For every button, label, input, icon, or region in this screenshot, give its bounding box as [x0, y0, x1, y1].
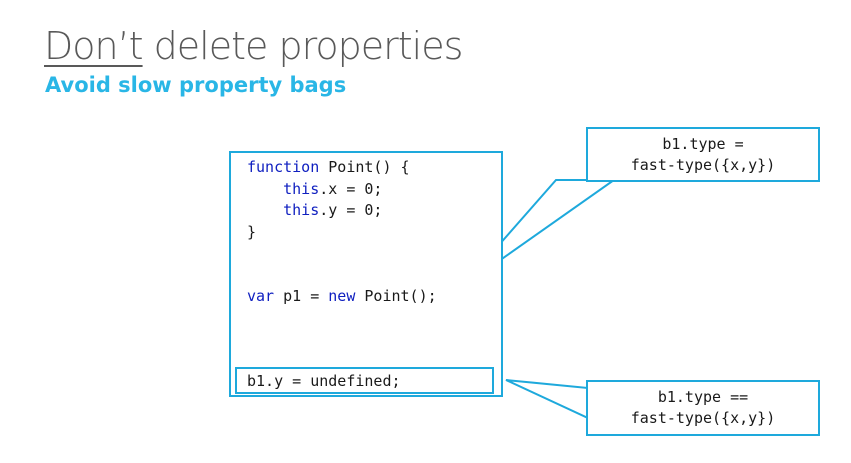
code-keyword: new: [328, 287, 356, 305]
bottom-callout-pointer: [505, 379, 589, 420]
code-text: .y = 0;: [319, 201, 383, 219]
bottom-callout-line2: fast-type({x,y}): [630, 409, 776, 427]
code-keyword: function: [247, 158, 320, 176]
code-text: }: [247, 222, 257, 241]
delete-statement: b1.y = undefined;: [247, 372, 401, 390]
bottom-callout-line1: b1.type ==: [657, 388, 749, 406]
code-listing: function Point() { this.x = 0; this.y = …: [247, 157, 437, 308]
code-text: p1 =: [274, 287, 329, 305]
highlighted-code-line: b1.y = undefined;: [235, 367, 494, 394]
code-keyword: var: [247, 287, 275, 305]
top-callout-line1: b1.type =: [662, 134, 744, 153]
code-text: .x = 0;: [319, 179, 383, 198]
code-text: Point();: [355, 287, 437, 305]
code-keyword: this: [283, 201, 320, 219]
code-text: Point() {: [319, 158, 410, 176]
code-indent: [247, 180, 283, 198]
top-callout: b1.type = fast-type({x,y}): [586, 127, 820, 182]
bottom-callout: b1.type == fast-type({x,y}): [586, 380, 820, 436]
code-keyword: this: [283, 179, 320, 198]
slide-title: Don’t delete properties: [44, 22, 464, 70]
slide-subtitle: Avoid slow property bags: [45, 73, 347, 97]
title-emphasis-word: Don’t: [44, 24, 144, 68]
code-block: function Point() { this.x = 0; this.y = …: [229, 151, 503, 397]
code-indent: [247, 201, 283, 219]
top-callout-line2: fast-type({x,y}): [630, 155, 776, 174]
title-rest: delete properties: [142, 24, 464, 68]
